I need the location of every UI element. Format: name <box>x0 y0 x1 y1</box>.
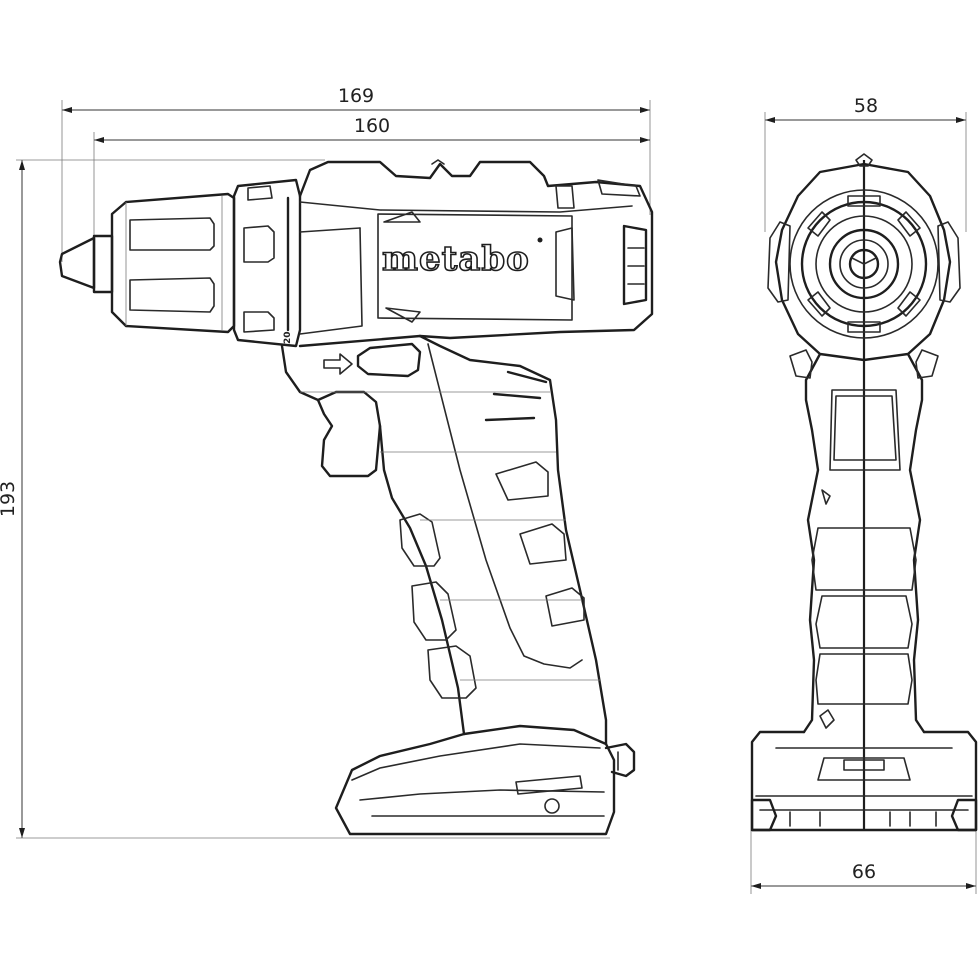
dimension-169: 169 <box>61 85 651 262</box>
dimension-169-label: 169 <box>338 85 374 107</box>
dimension-160-label: 160 <box>354 115 390 137</box>
trigger[interactable] <box>316 390 382 478</box>
front-view <box>750 153 978 832</box>
dimension-193-label: 193 <box>0 481 19 517</box>
side-view: 20 metabo <box>58 159 654 836</box>
dimension-66: 66 <box>750 830 977 894</box>
chuck <box>58 192 236 334</box>
torque-setting-label: 20 <box>283 331 293 344</box>
torque-collar: 20 <box>232 178 302 348</box>
chuck-face <box>789 189 939 339</box>
motor-housing: metabo <box>298 159 654 348</box>
direction-switch[interactable] <box>323 342 422 378</box>
battery-latch-right <box>950 798 978 832</box>
battery-base <box>334 724 636 836</box>
dimension-193: 193 <box>0 159 610 839</box>
dimension-66-label: 66 <box>852 861 876 883</box>
metabo-logo: metabo <box>382 239 530 279</box>
handle <box>280 334 608 746</box>
dimension-58-label: 58 <box>854 95 878 117</box>
dimension-160: 160 <box>93 115 650 238</box>
dimension-58: 58 <box>764 95 967 232</box>
battery-latch-left <box>750 798 778 832</box>
